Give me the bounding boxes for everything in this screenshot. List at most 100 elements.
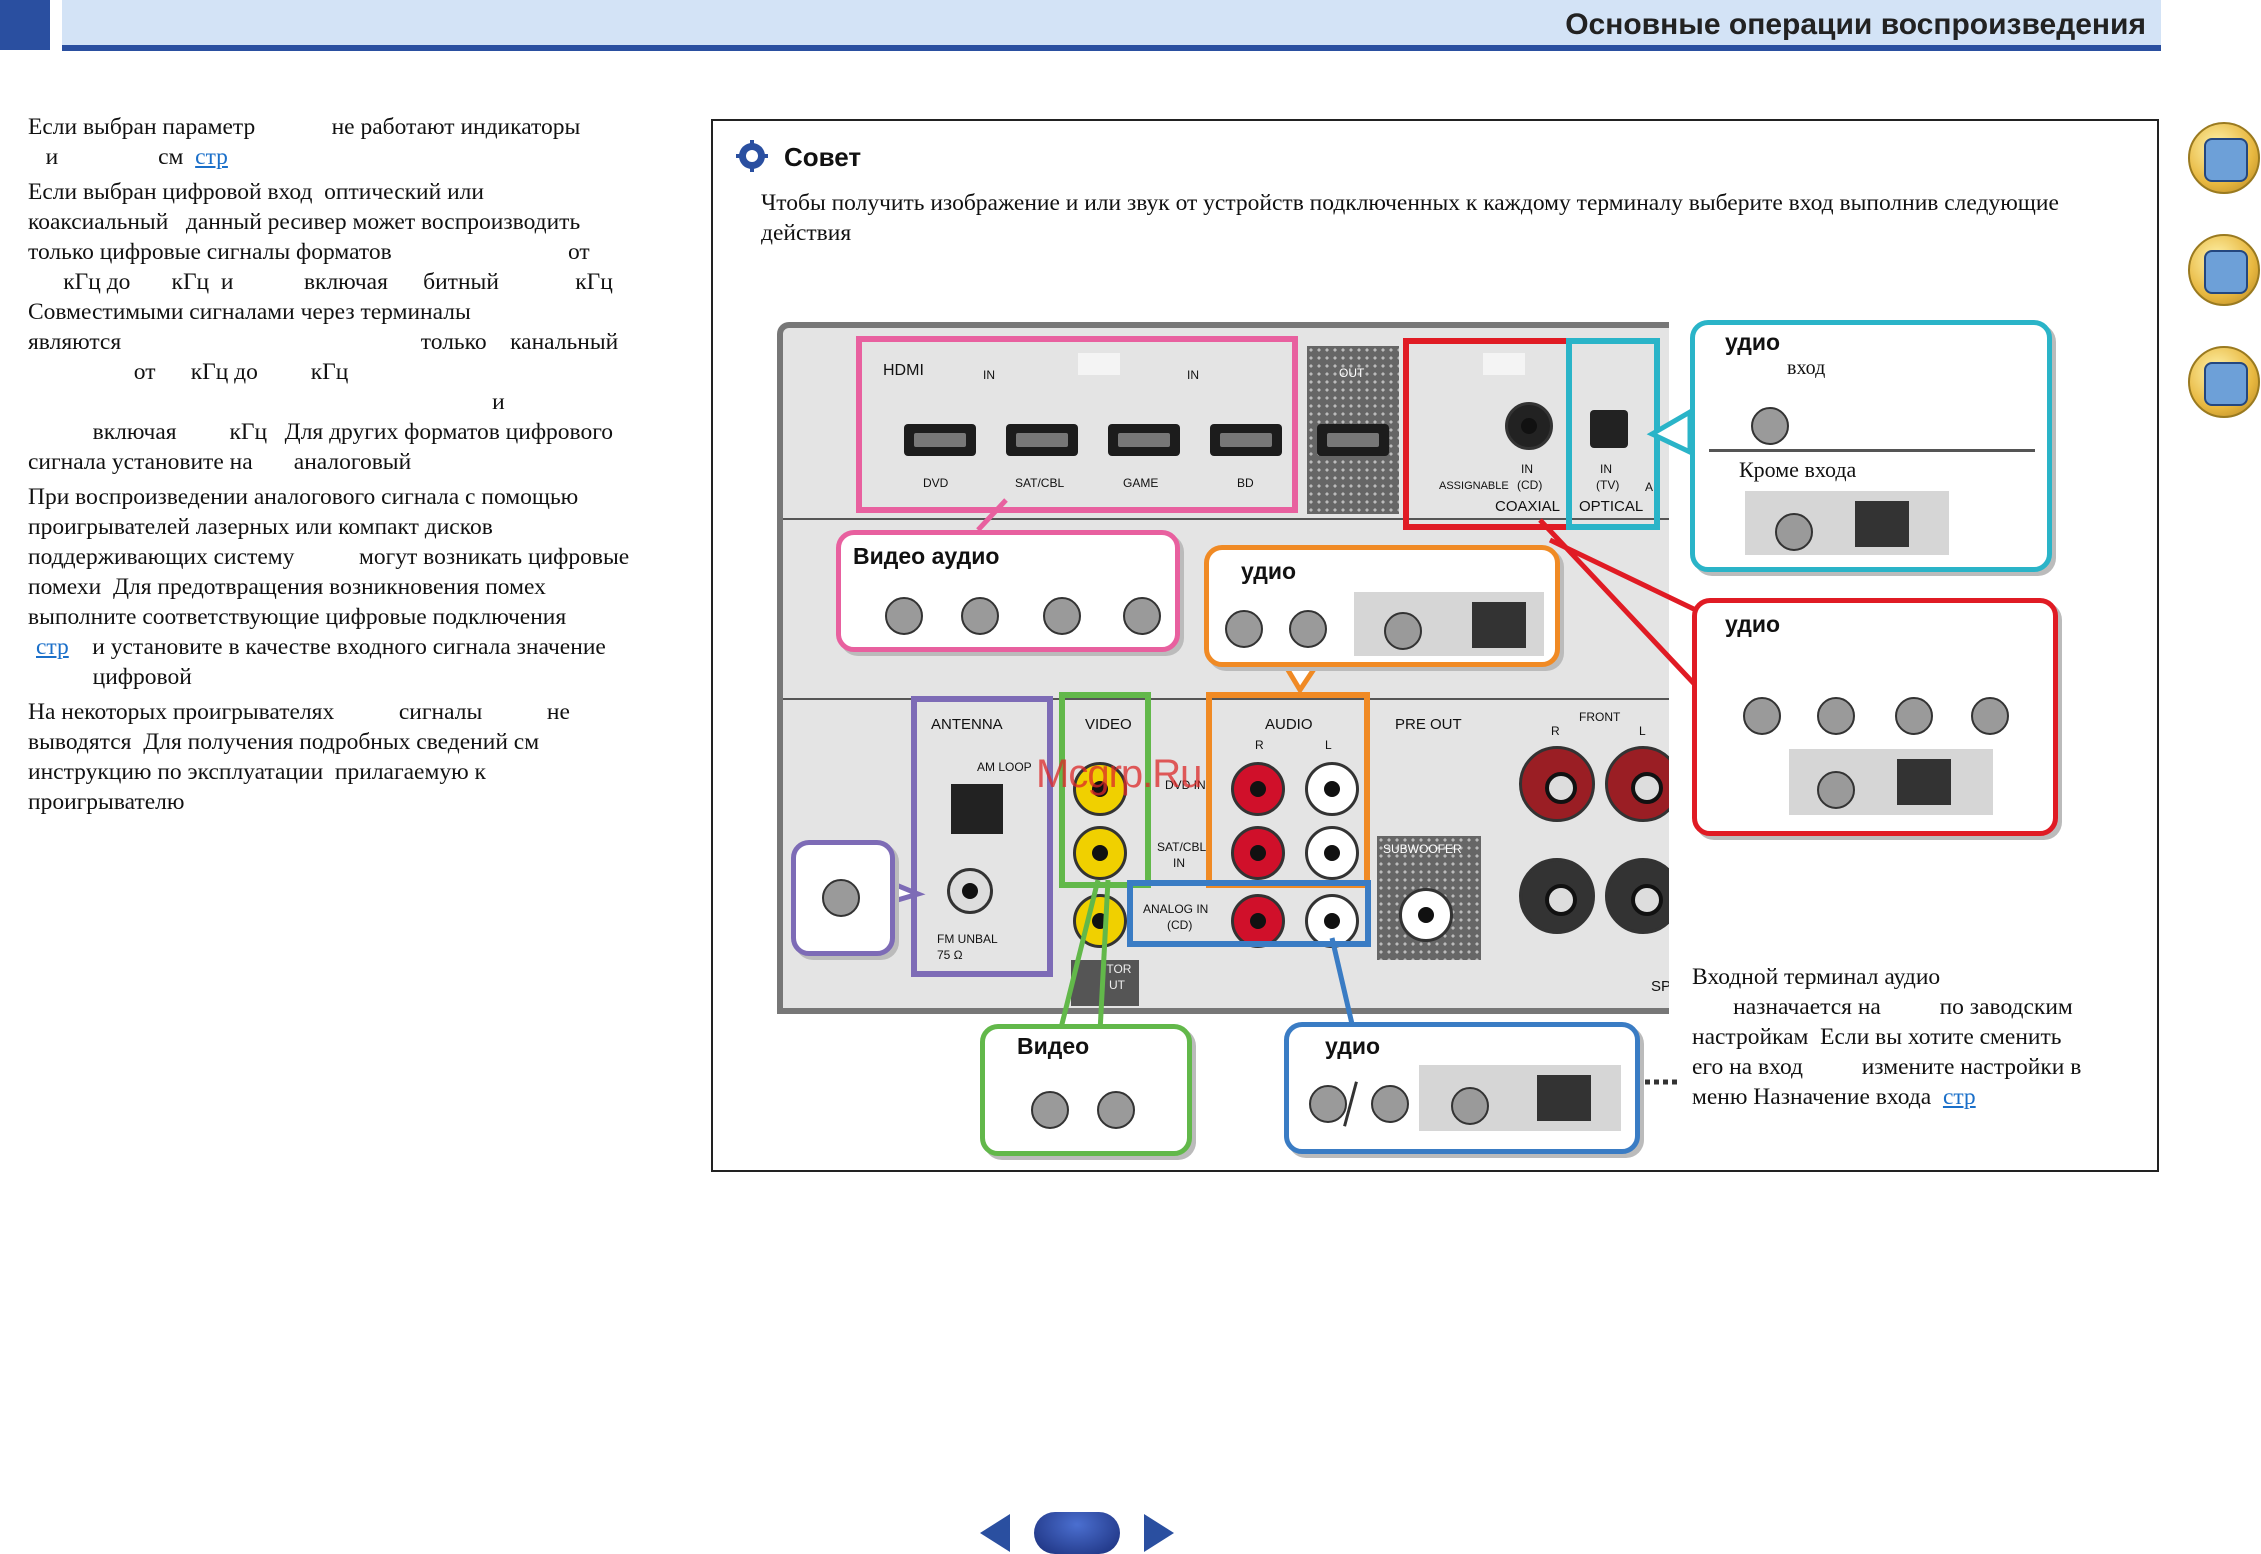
video-green-callout: Видео bbox=[980, 1024, 1192, 1156]
selector-knob bbox=[1309, 1085, 1347, 1123]
audio-r-label: R bbox=[1255, 738, 1264, 752]
remote-control-icon[interactable] bbox=[2188, 234, 2260, 306]
receiver-rear-panel: HDMI IN IN DVD SAT/CBL GAME BD OUT ASSIG… bbox=[777, 322, 1669, 1014]
callout-title: Видео bbox=[1017, 1033, 1090, 1059]
hdmi-port bbox=[1108, 424, 1180, 456]
panel-divider bbox=[783, 518, 1669, 520]
except-input-text: Кроме входа bbox=[1739, 457, 1857, 482]
audio-l-label: L bbox=[1325, 738, 1332, 752]
selector-knob bbox=[1123, 597, 1161, 635]
video-audio-callout: Видео аудио bbox=[836, 530, 1180, 652]
header-bar bbox=[62, 0, 2161, 51]
remote-area bbox=[1789, 749, 1993, 815]
callout-title: Видео аудио bbox=[853, 543, 1000, 569]
video-frame bbox=[1059, 692, 1151, 888]
selector-knob bbox=[1817, 697, 1855, 735]
out-partial-label: UT bbox=[1109, 978, 1125, 992]
selector-knob bbox=[1751, 407, 1789, 445]
fm-unbal-label: FM UNBAL bbox=[937, 932, 998, 946]
selector-knob bbox=[1384, 612, 1422, 650]
hdmi-in-label: IN bbox=[1187, 368, 1199, 382]
input-button bbox=[1897, 759, 1951, 805]
audio-label: AUDIO bbox=[1265, 716, 1313, 733]
book-icon[interactable] bbox=[2188, 122, 2260, 194]
page-link[interactable]: стр bbox=[36, 634, 69, 660]
am-loop-terminal bbox=[951, 784, 1003, 834]
analog-in-frame bbox=[1127, 880, 1371, 947]
remote-area bbox=[1745, 491, 1949, 555]
front-r-label: R bbox=[1551, 724, 1560, 738]
hdmi-port bbox=[1210, 424, 1282, 456]
callout-title: удио bbox=[1325, 1033, 1381, 1059]
coaxial-jack bbox=[1505, 402, 1553, 450]
header-accent-block bbox=[0, 0, 50, 50]
selector-knob bbox=[1775, 513, 1813, 551]
page-title: Основные операции воспроизведения bbox=[1565, 8, 2146, 41]
paragraph-4: На некоторых проигрывателях сигналы не в… bbox=[28, 699, 570, 815]
am-loop-label: AM LOOP bbox=[977, 760, 1032, 774]
selector-knob bbox=[1225, 610, 1263, 648]
subwoofer-label: SUBWOOFER bbox=[1383, 842, 1462, 856]
audio-blue-callout: удио bbox=[1284, 1022, 1640, 1154]
selector-knob bbox=[1371, 1085, 1409, 1123]
front-l-label: L bbox=[1639, 724, 1646, 738]
selector-knob bbox=[1043, 597, 1081, 635]
input-button bbox=[1537, 1075, 1591, 1121]
analog-in-label: ANALOG IN bbox=[1143, 902, 1209, 916]
book-icon-inner bbox=[2204, 138, 2248, 182]
speaker-terminal bbox=[1605, 858, 1669, 934]
input-button bbox=[1855, 501, 1909, 547]
selector-knob bbox=[1817, 771, 1855, 809]
callout-title: удио bbox=[1725, 329, 1781, 355]
audio-jack-l bbox=[1305, 826, 1359, 880]
sat-in-label: IN bbox=[1173, 856, 1185, 870]
optical-partial-label: A bbox=[1645, 480, 1654, 494]
antenna-callout bbox=[791, 840, 895, 956]
page-link[interactable]: стр bbox=[1942, 1084, 1976, 1110]
tip-box bbox=[711, 119, 2159, 1172]
prev-page-arrow-icon[interactable] bbox=[980, 1514, 1010, 1552]
audio-cyan-callout: удио вход Кроме входа bbox=[1690, 320, 2052, 572]
next-page-arrow-icon[interactable] bbox=[1144, 1514, 1174, 1552]
selector-knob bbox=[961, 597, 999, 635]
audio-jack-r bbox=[1231, 762, 1285, 816]
remote-icon-inner bbox=[2204, 250, 2248, 294]
panel-marking bbox=[1078, 353, 1120, 375]
hdmi-label: HDMI bbox=[883, 362, 924, 379]
sat-cbl-label: SAT/CBL bbox=[1157, 840, 1207, 854]
selector-knob bbox=[1289, 610, 1327, 648]
callout-title: удио bbox=[1725, 611, 1781, 637]
fm-antenna-jack bbox=[947, 868, 993, 914]
antenna-label: ANTENNA bbox=[931, 716, 1003, 733]
page-link[interactable]: стр bbox=[195, 144, 228, 170]
watermark: Mcgrp.Ru bbox=[1036, 752, 1202, 796]
opt-tv-label: (TV) bbox=[1596, 478, 1620, 492]
selector-knob bbox=[1097, 1091, 1135, 1129]
audio-jack-l bbox=[1305, 762, 1359, 816]
remote-area bbox=[1419, 1065, 1621, 1131]
dvd-in-label: DVD IN bbox=[1165, 778, 1206, 792]
opt-in-label: IN bbox=[1600, 462, 1612, 476]
audio-jack-r bbox=[1231, 826, 1285, 880]
pre-out-label: PRE OUT bbox=[1395, 716, 1462, 733]
speaker-terminal bbox=[1519, 746, 1595, 822]
note-text: Входной терминал аудио назначается на по… bbox=[1692, 964, 2082, 1110]
input-word: вход bbox=[1787, 357, 1826, 379]
speaker-terminal bbox=[1605, 746, 1669, 822]
hdmi-port-label: SAT/CBL bbox=[1015, 476, 1065, 490]
hdmi-port bbox=[1006, 424, 1078, 456]
optical-label: OPTICAL bbox=[1579, 498, 1644, 515]
hdmi-out-label: OUT bbox=[1339, 366, 1365, 380]
selector-knob bbox=[1971, 697, 2009, 735]
input-button bbox=[1472, 602, 1526, 648]
selector-knob bbox=[1895, 697, 1933, 735]
hdmi-frame bbox=[856, 336, 1298, 513]
hdmi-port-label: GAME bbox=[1123, 476, 1159, 490]
page-number-pill[interactable] bbox=[1034, 1512, 1120, 1554]
monitor-partial-label: ITOR bbox=[1103, 962, 1132, 976]
left-column-text: Если выбран параметр не работают индикат… bbox=[28, 112, 688, 822]
subwoofer-jack bbox=[1399, 888, 1453, 942]
assignable-label: ASSIGNABLE bbox=[1439, 480, 1509, 492]
troubleshooting-icon[interactable] bbox=[2188, 346, 2260, 418]
audio-red-callout: удио bbox=[1692, 598, 2058, 836]
